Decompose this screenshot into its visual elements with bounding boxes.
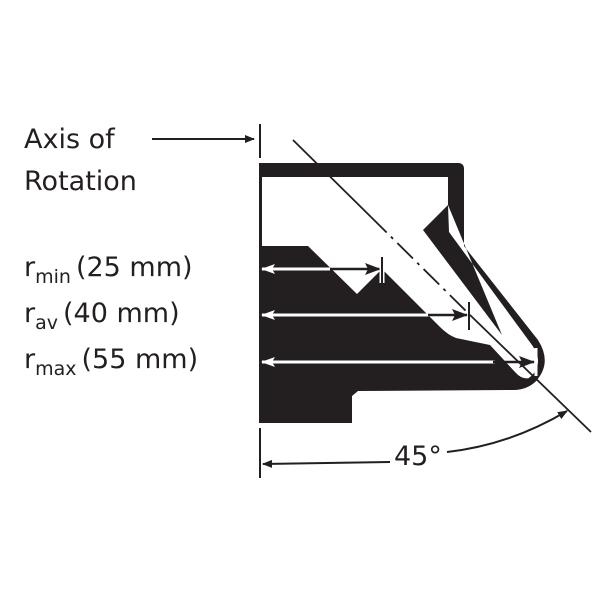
angle-line-upper <box>292 139 372 218</box>
axis-label-line1: Axis of <box>24 124 116 155</box>
r-av-subscript: av <box>35 312 58 334</box>
radius-label-av: rav(40 mm) <box>24 298 180 334</box>
svg-text:rav(40 mm): rav(40 mm) <box>24 298 180 334</box>
angle-arc-right <box>446 410 568 453</box>
angle-label: 45° <box>394 441 442 472</box>
r-min-value: (25 mm) <box>76 252 193 283</box>
axis-label-line2: Rotation <box>24 166 137 197</box>
angle-arc-left <box>262 459 391 468</box>
r-max-value: (55 mm) <box>82 344 199 375</box>
svg-text:rmin(25 mm): rmin(25 mm) <box>24 252 193 288</box>
r-max-subscript: max <box>35 358 76 380</box>
channel-centerline <box>370 216 471 316</box>
angle-line-lower <box>469 314 592 433</box>
r-min-subscript: min <box>35 266 71 288</box>
r-max-symbol: r <box>24 344 36 375</box>
r-min-symbol: r <box>24 252 36 283</box>
axis-of-rotation-label: Axis of Rotation <box>24 124 137 197</box>
r-av-value: (40 mm) <box>63 298 180 329</box>
rotor-lower-body <box>259 246 537 423</box>
svg-text:rmax(55 mm): rmax (55 mm) <box>24 344 198 380</box>
r-av-symbol: r <box>24 298 36 329</box>
radius-label-max: rmax (55 mm) <box>24 344 198 380</box>
radius-label-min: rmin(25 mm) <box>24 252 193 288</box>
